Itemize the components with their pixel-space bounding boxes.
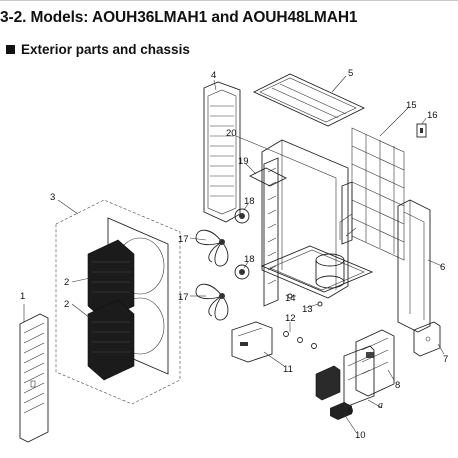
callout-2-lower: 2 [64, 299, 69, 310]
callout-20: 20 [226, 128, 237, 139]
callout-a: a [378, 400, 383, 411]
callout-14: 14 [285, 293, 296, 304]
callout-5: 5 [348, 68, 353, 79]
part-small-component [330, 402, 352, 420]
part-pcb-board [355, 329, 395, 397]
subheading-text: Exterior parts and chassis [21, 42, 190, 57]
part-rear-guard [351, 127, 405, 261]
part-small-bracket [416, 123, 427, 138]
callout-16: 16 [427, 110, 438, 121]
callout-8: 8 [395, 380, 400, 391]
callout-3: 3 [50, 192, 55, 203]
leader-lines [23, 75, 445, 433]
part-front-panel [19, 313, 49, 443]
callout-11: 11 [283, 364, 293, 375]
top-divider [0, 0, 458, 1]
part-fan-guard-assembly [55, 199, 181, 405]
part-fan-motors [234, 208, 250, 280]
callout-4: 4 [211, 70, 216, 81]
callout-6: 6 [440, 262, 445, 273]
callout-10: 10 [355, 430, 366, 441]
part-fasteners [283, 293, 323, 349]
part-filter-board [315, 365, 341, 401]
subheading: Exterior parts and chassis [6, 42, 190, 57]
callout-17-upper: 17 [178, 234, 189, 245]
callout-13: 13 [302, 304, 313, 315]
callout-18-lower: 18 [244, 254, 255, 265]
part-propeller-fans [195, 229, 229, 321]
callout-7: 7 [443, 354, 448, 365]
callout-18-upper: 18 [244, 196, 255, 207]
callout-17-lower: 17 [178, 292, 189, 303]
part-main-frame [260, 139, 374, 307]
callout-2-upper: 2 [64, 277, 69, 288]
part-terminal-cover [231, 321, 273, 363]
part-top-panel [252, 73, 366, 127]
part-side-panel [203, 81, 241, 223]
callout-19: 19 [238, 156, 249, 167]
part-side-plate [413, 321, 441, 357]
part-right-side-panel [397, 199, 431, 333]
callout-12: 12 [285, 313, 296, 324]
callout-1: 1 [20, 291, 25, 302]
callout-9: 9 [348, 406, 353, 417]
section-heading: 3-2. Models: AOUH36LMAH1 and AOUH48LMAH1 [0, 9, 358, 26]
square-bullet-icon [6, 45, 15, 54]
callout-15: 15 [406, 100, 417, 111]
part-top-bracket [248, 167, 288, 187]
